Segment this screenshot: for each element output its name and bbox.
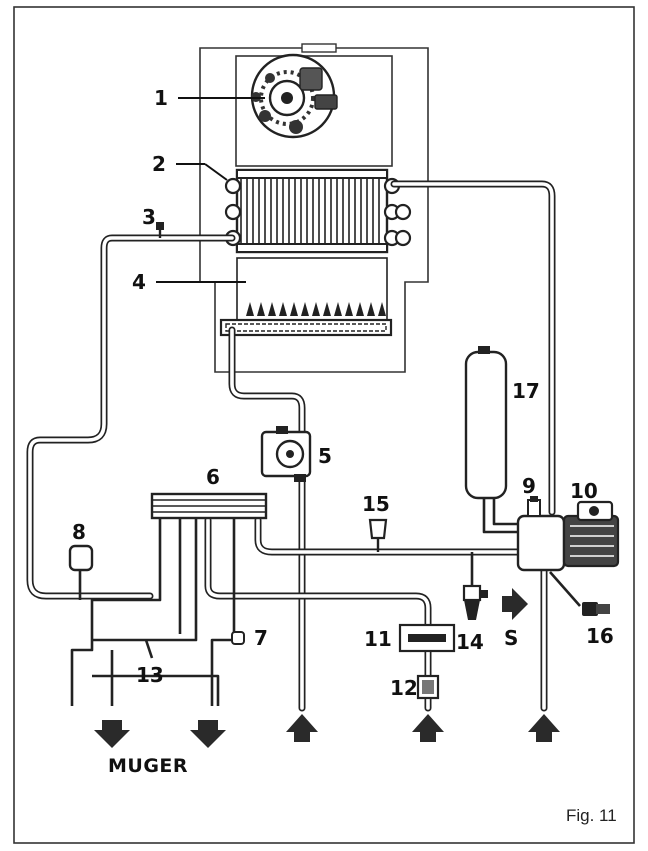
- burner-assembly: [219, 257, 393, 337]
- piping: [26, 180, 581, 712]
- callout-13: 13: [136, 663, 164, 687]
- direction-label: S: [504, 626, 518, 650]
- figure-frame: [13, 6, 635, 844]
- callout-12: 12: [390, 676, 418, 700]
- component-8: [68, 544, 94, 572]
- expansion-vessel: [464, 346, 508, 500]
- drain-valve: [462, 584, 488, 620]
- air-vent-3: [156, 222, 164, 238]
- burner-flame: [334, 302, 342, 316]
- fan-assembly: [235, 53, 393, 167]
- callout-labels: 1 2 3 4 5 6 7 8 9 10 11 12 13 14 15 16 1…: [72, 86, 617, 825]
- burner-flame: [323, 302, 331, 316]
- callout-16: 16: [586, 624, 614, 648]
- callout-8: 8: [72, 520, 86, 544]
- burner-flame: [356, 302, 364, 316]
- pump: [562, 500, 620, 568]
- gas-valve: [260, 426, 312, 482]
- callout-15: 15: [362, 492, 390, 516]
- callout-2: 2: [152, 152, 166, 176]
- control-board: [150, 492, 268, 520]
- callout-14: 14: [456, 630, 484, 654]
- callout-4: 4: [132, 270, 146, 294]
- burner-flame: [246, 302, 254, 316]
- flow-arrows: [94, 588, 560, 748]
- callout-6: 6: [206, 465, 220, 489]
- burner-flame: [367, 302, 375, 316]
- burner-flame: [345, 302, 353, 316]
- callout-7: 7: [254, 626, 268, 650]
- valve-16: [582, 602, 610, 616]
- callout-1: 1: [154, 86, 168, 110]
- burner-flame: [290, 302, 298, 316]
- component-11: [398, 623, 456, 653]
- burner-flame: [312, 302, 320, 316]
- filter-12: [416, 674, 440, 700]
- callout-5: 5: [318, 444, 332, 468]
- burner-flame: [301, 302, 309, 316]
- callout-9: 9: [522, 474, 536, 498]
- callout-10: 10: [570, 479, 598, 503]
- burner-flame: [268, 302, 276, 316]
- leader-lines: [156, 97, 265, 283]
- burner-flame: [257, 302, 265, 316]
- figure-caption: Fig. 11: [566, 806, 617, 825]
- flue-outlet: [301, 43, 337, 53]
- outlet-label: MUGER: [108, 755, 188, 777]
- component-15: [368, 518, 388, 552]
- sensor-7: [231, 631, 245, 645]
- callout-17: 17: [512, 379, 540, 403]
- callout-3: 3: [142, 205, 156, 229]
- hydraulic-group: [516, 496, 566, 572]
- heat-exchanger: [224, 168, 412, 254]
- burner-flame: [279, 302, 287, 316]
- callout-11: 11: [364, 627, 392, 651]
- burner-flame: [378, 302, 386, 316]
